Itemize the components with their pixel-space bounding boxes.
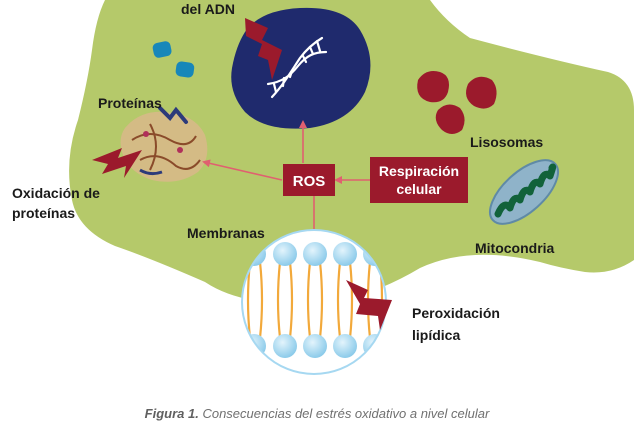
peroxidation-label-line2: lipídica [412,327,460,343]
protein-structure-icon [120,106,208,182]
dna-damage-lightning-icon [245,18,282,80]
protein-oxidation-lightning-icon [92,148,142,178]
respiration-label-line1: Respiración [379,163,459,179]
proteins-label: Proteínas [98,95,162,111]
respiration-label-line2: celular [396,181,442,197]
blue-vesicles [152,41,195,78]
dna-label: del ADN [181,1,235,17]
membrane-bilayer-zoom [241,229,387,375]
lysosomes [417,71,497,134]
cell-cytoplasm [69,0,634,304]
lipid-peroxidation-lightning-icon [346,280,392,330]
ros-label: ROS [293,173,326,190]
protein-oxidation-label-line1: Oxidación de [12,185,100,201]
peroxidation-label-line1: Peroxidación [412,305,500,321]
arrow-ros-to-proteins [202,159,283,181]
mitochondria-label: Mitocondria [475,240,555,256]
lysosomes-label: Lisosomas [470,134,543,150]
cell-respiration-box: Respiración celular [370,157,468,203]
figure-caption-number: Figura 1. [144,406,199,421]
figure-caption: Figura 1. Consecuencias del estrés oxida… [0,406,634,421]
figure-caption-text: Consecuencias del estrés oxidativo a niv… [198,406,490,421]
mitochondrion [489,159,559,225]
ros-box: ROS [283,164,335,196]
nucleus [231,7,371,129]
lipid-heads-bottom [242,334,386,358]
dna-helix-icon [266,36,328,99]
protein-oxidation-label-line2: proteínas [12,205,75,221]
membranes-label: Membranas [187,225,265,241]
